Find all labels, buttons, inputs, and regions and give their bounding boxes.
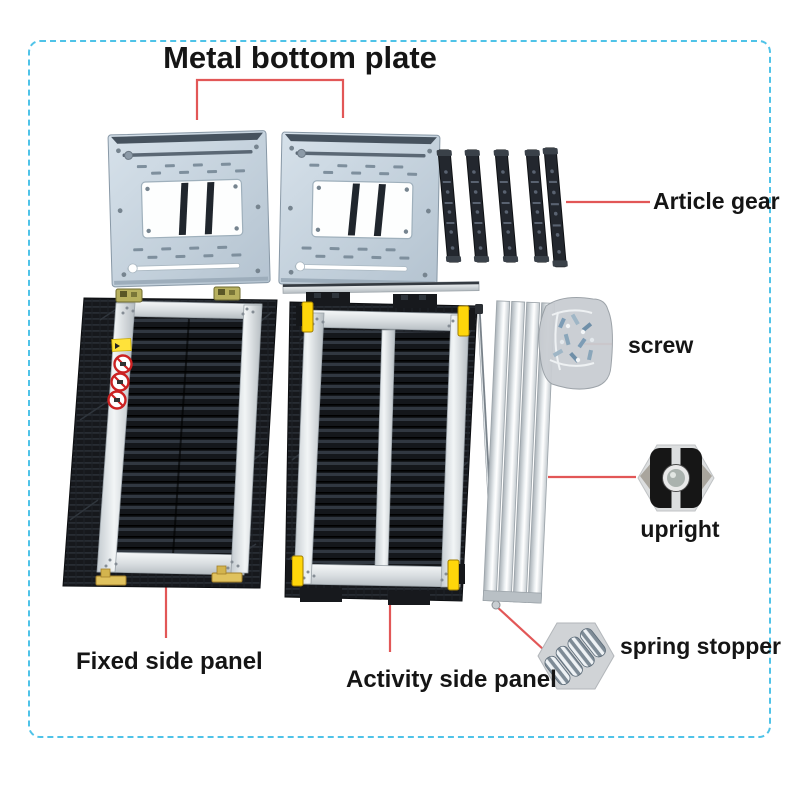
- label-activity-side-panel: Activity side panel: [346, 666, 557, 693]
- fixed-panel-bottom-brackets: [95, 565, 243, 586]
- label-screw: screw: [628, 332, 694, 358]
- warning-sticker-yellow: [111, 338, 132, 352]
- dashed-border-frame: [28, 40, 771, 738]
- label-fixed-side-panel: Fixed side panel: [76, 648, 263, 675]
- activity-panel-bottom-rail: [294, 563, 462, 588]
- activity-side-panel-photo: [284, 292, 478, 605]
- metal-bottom-plate-left-photo: [107, 129, 271, 288]
- long-rail-bar-photo: [282, 281, 480, 294]
- screw-bag-photo: [538, 297, 613, 390]
- label-article-gear: Article gear: [653, 188, 780, 214]
- activity-panel-left-rail: [293, 312, 325, 585]
- label-upright: upright: [640, 516, 720, 542]
- leader-lines: [164, 78, 650, 652]
- article-gear-photo: [435, 147, 569, 268]
- metal-bottom-plate-right-photo: [278, 131, 441, 288]
- fixed-panel-right-rail: [230, 304, 263, 574]
- label-metal-bottom-plate: Metal bottom plate: [163, 40, 437, 75]
- upright-hexagon-badge: [637, 444, 715, 512]
- activity-panel-top-rail: [303, 309, 470, 332]
- leader-metal-bottom-plate: [195, 78, 345, 120]
- label-spring-stopper: spring stopper: [620, 633, 782, 659]
- fixed-side-panel-photo: [62, 286, 278, 589]
- spring-stopper-hexagon-badge: [537, 622, 615, 690]
- screws-in-bag: [552, 313, 595, 363]
- prohibition-sticker-icons: [107, 354, 133, 410]
- leader-spring-stopper: [495, 605, 545, 651]
- fixed-panel-top-rail: [115, 300, 263, 320]
- fixed-panel-top-brackets: [115, 286, 241, 303]
